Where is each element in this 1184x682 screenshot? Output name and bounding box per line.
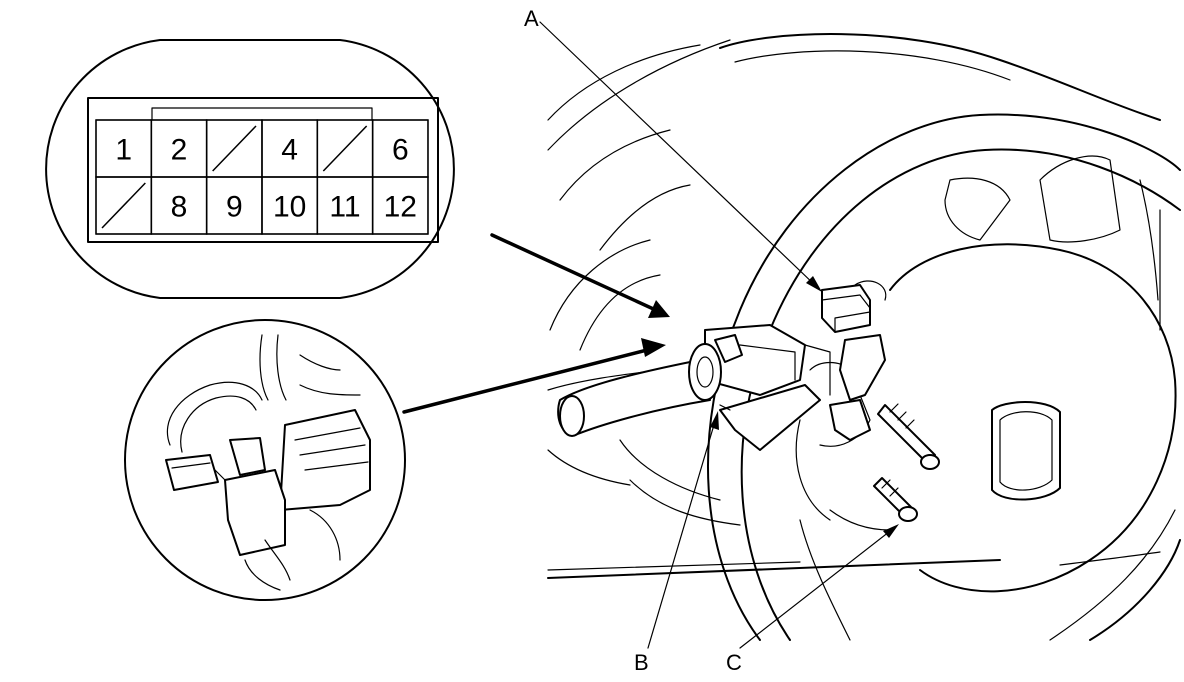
pin-number-4: 4 xyxy=(281,134,298,167)
pin-number-2: 2 xyxy=(171,134,188,167)
pin-number-6: 6 xyxy=(392,134,409,167)
unused-pin-slash xyxy=(322,125,368,172)
combination-switch-part xyxy=(557,324,831,451)
connector-a-part xyxy=(821,280,887,333)
callout-label-a: A xyxy=(524,6,539,31)
pin-number-10: 10 xyxy=(273,191,306,224)
pin-cell xyxy=(371,176,429,235)
pin-number-1: 1 xyxy=(115,134,132,167)
dashboard-outline xyxy=(547,33,1161,579)
pin-number-11: 11 xyxy=(329,191,360,224)
leader-arrows xyxy=(402,21,899,649)
steering-wheel xyxy=(707,113,1181,641)
unused-pin-slash xyxy=(212,125,257,172)
pin-number-12: 12 xyxy=(384,191,417,224)
connector-pinout-panel xyxy=(45,39,455,299)
connector-detail-circle xyxy=(124,319,406,601)
pin-number-8: 8 xyxy=(171,191,188,224)
unused-pin-slash xyxy=(101,182,146,229)
callout-label-b: B xyxy=(634,650,649,675)
pin-number-9: 9 xyxy=(226,191,243,224)
screw-c-upper xyxy=(877,403,940,470)
screw-c-lower xyxy=(873,477,918,522)
callout-label-c: C xyxy=(726,650,742,675)
column-cover xyxy=(795,334,891,531)
